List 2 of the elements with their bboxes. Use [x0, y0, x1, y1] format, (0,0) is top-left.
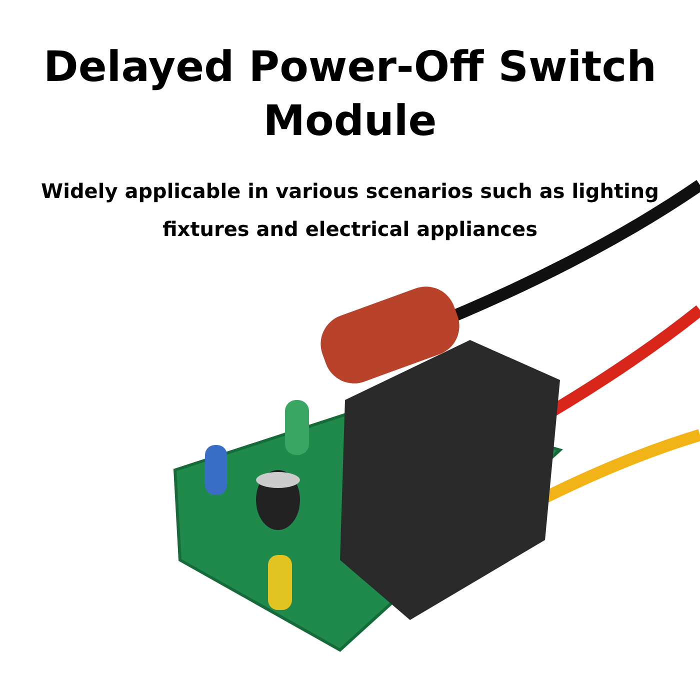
subtitle: Widely applicable in various scenarios such as lighting fixtures and electrical appliances [40, 178, 660, 243]
title: Delayed Power-Off Switch Module [42, 41, 658, 147]
